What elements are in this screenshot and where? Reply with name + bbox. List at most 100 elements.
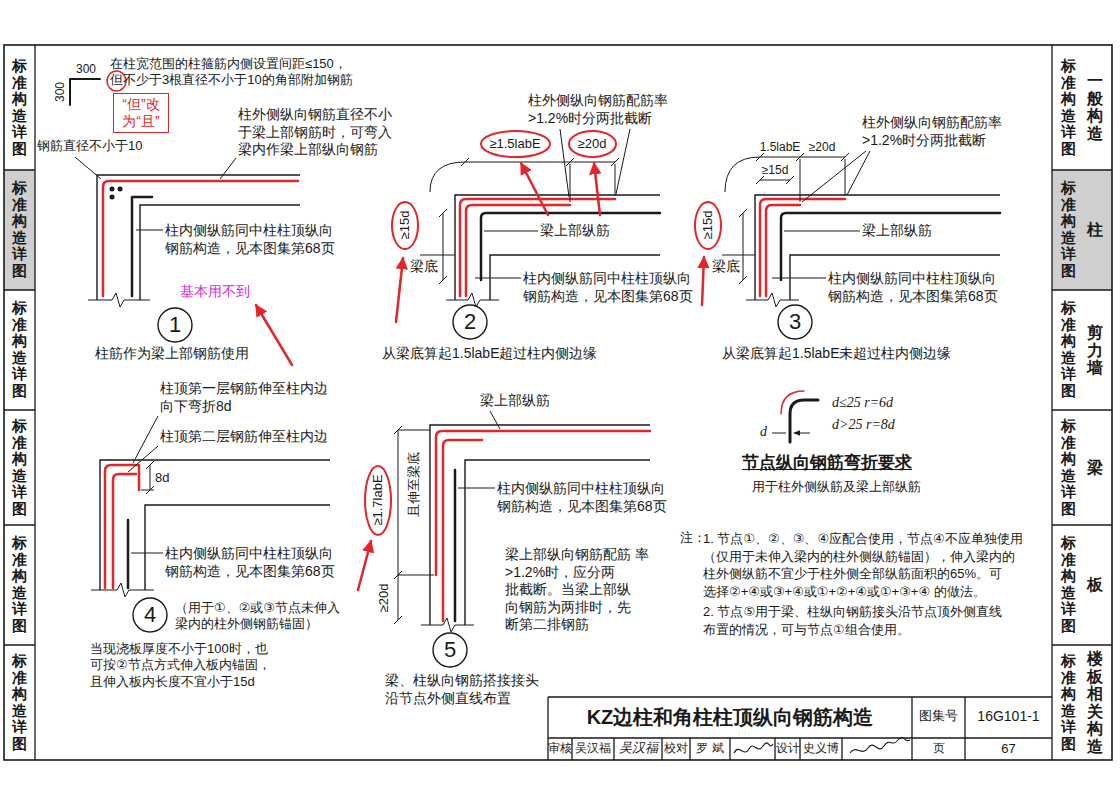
detail-caption: 柱筋作为梁上部钢筋使用 xyxy=(95,345,249,363)
annotation-text: 柱内侧纵筋同中柱柱顶纵向 钢筋构造，见本图集第68页 xyxy=(497,480,672,515)
callout-ellipse: ≥20d xyxy=(568,130,617,158)
shaded-tab xyxy=(1052,170,1112,290)
sidebar-text: 标准构造详图 xyxy=(12,300,27,399)
dimension-tick xyxy=(439,158,619,284)
detail-title: 节点纵向钢筋弯折要求 xyxy=(742,452,912,473)
callout-ellipse: ≥15d xyxy=(694,201,722,250)
dimension-text: ≥20d xyxy=(376,584,392,613)
callout-number: 2 xyxy=(464,309,476,335)
sidebar-text: 标准构造详图 xyxy=(1061,180,1076,279)
callout-ellipse: ≥1.5labE xyxy=(480,130,551,158)
annotation-text: 梁上部纵筋 xyxy=(862,222,932,240)
bend-radius-text: d>25 r=8d xyxy=(832,416,895,434)
annotation-text: 梁上部纵筋 xyxy=(540,222,610,240)
review-arrow xyxy=(521,163,548,215)
dimension-text: ≥15d xyxy=(762,163,789,178)
bar-dot xyxy=(110,187,115,192)
annotation-text: 柱内侧纵筋同中柱柱顶纵向 钢筋构造，见本图集第68页 xyxy=(828,270,1003,305)
note-text: 2. 节点⑤用于梁、柱纵向钢筋接头沿节点顶外侧直线 布置的情况，可与节点①组合使… xyxy=(703,603,1038,638)
section-tab: 柱 xyxy=(1087,221,1103,239)
break-line xyxy=(421,618,474,632)
detail-number: 1 xyxy=(157,307,193,343)
dimension-line xyxy=(394,426,434,624)
dimension-text: ≥20d xyxy=(809,140,836,155)
callout-text: ≥15d xyxy=(700,211,716,240)
review-arrow xyxy=(358,541,371,590)
section-tab: 剪力墙 xyxy=(1087,324,1103,377)
detail-number: 4 xyxy=(132,597,168,633)
correction-box: “但”改 为“且” xyxy=(113,93,169,133)
strip-grid xyxy=(4,45,1112,760)
dimension-text: 1.5labE xyxy=(760,140,801,155)
callout-text: ≥15d xyxy=(397,211,413,240)
leader-lines xyxy=(75,129,870,553)
annotation-text: 柱外侧纵向钢筋配筋率 >1.2%时分两批截断 xyxy=(528,92,678,127)
detail-caption: 用于柱外侧纵筋及梁上部纵筋 xyxy=(752,479,921,495)
title-block-text: 审核 xyxy=(548,741,572,755)
sidebar-text: 标准构造详图 xyxy=(1061,58,1076,157)
sidebar-text: 标准构造详图 xyxy=(1061,535,1076,634)
bar-dot xyxy=(118,187,123,192)
sidebar-text: 标准构造详图 xyxy=(1061,653,1076,752)
review-note: 基本用不到 xyxy=(180,283,250,301)
number-circle xyxy=(133,598,167,632)
annotation-text: 柱外侧纵向钢筋直径不小 于梁上部钢筋时，可弯入 梁内作梁上部纵向钢筋 xyxy=(238,106,398,159)
title-block-text: 67 xyxy=(965,741,1052,757)
title-block-grid xyxy=(548,697,1052,760)
bar-dot xyxy=(110,195,115,200)
dimension-line xyxy=(725,157,845,280)
annotation-text: 在柱宽范围的柱箍筋内侧设置间距≤150， 但不少于3根直径不小于10的角部附加钢… xyxy=(110,56,360,89)
callout-number: 3 xyxy=(789,309,801,335)
sidebar-text: 标准构造详图 xyxy=(1061,418,1076,517)
note-text: 注： xyxy=(680,530,706,546)
title-block-text: 罗 斌 xyxy=(690,741,730,756)
number-circle xyxy=(433,633,467,667)
review-ellipse xyxy=(392,202,418,249)
callout-number: 4 xyxy=(144,602,156,628)
title-block-text: 设计 xyxy=(775,741,800,756)
sidebar-text: 标准构造详图 xyxy=(12,535,27,634)
dimension-text: 300 xyxy=(76,62,96,77)
title-block-text: 图集号 xyxy=(912,708,965,724)
sheet-frame xyxy=(4,45,1112,760)
number-circle xyxy=(778,305,812,339)
title-block-text: 页 xyxy=(912,741,965,756)
rebar xyxy=(781,213,1000,280)
detail-caption: 从梁底算起1.5labE未超过柱内侧边缘 xyxy=(722,345,951,363)
annotation-text: 梁底 xyxy=(712,258,740,276)
corner-bar xyxy=(70,79,100,105)
annotation-text: 柱外侧纵向钢筋配筋率 >1.2%时分两批截断 xyxy=(862,114,1012,149)
review-marks xyxy=(107,71,704,590)
review-arrow xyxy=(702,257,704,305)
detail-number: 5 xyxy=(432,632,468,668)
review-arrow xyxy=(396,258,403,322)
sidebar-text: 标准构造详图 xyxy=(1061,300,1076,399)
callout-ellipse: ≥15d xyxy=(391,201,419,250)
bent-bar xyxy=(790,400,818,442)
annotation-text: 柱顶第二层钢筋伸至柱内边 xyxy=(160,428,328,446)
dimension-text: 且伸至梁底 xyxy=(406,452,422,517)
sidebar-text: 标准构造详图 xyxy=(12,58,27,157)
frame-border xyxy=(4,45,1112,760)
rebar xyxy=(481,213,660,280)
callout-text: ≥1.7labE xyxy=(370,474,386,525)
review-ellipse xyxy=(365,466,391,535)
section-tab: 梁 xyxy=(1087,459,1103,477)
title-block-text: 16G101-1 xyxy=(965,708,1052,726)
dimension-text: 300 xyxy=(53,82,68,102)
review-ellipse xyxy=(481,131,550,157)
sidebar-text: 标准构造详图 xyxy=(12,180,27,279)
break-line xyxy=(88,293,150,307)
sidebar-text: 标准构造详图 xyxy=(12,418,27,517)
signature: 吴汉福 xyxy=(614,740,662,756)
dimension-tick xyxy=(739,153,849,284)
review-ellipse xyxy=(695,202,721,249)
annotation-text: 钢筋直径不小于10 xyxy=(37,138,142,154)
note-text: 1. 节点①、②、③、④应配合使用，节点④不应单独使用 （仅用于未伸入梁内的柱外… xyxy=(703,530,1038,600)
review-arrow xyxy=(594,163,600,215)
shaded-tab xyxy=(4,170,35,290)
dimension-line xyxy=(430,162,615,280)
break-line xyxy=(91,583,154,597)
leader-line xyxy=(458,411,500,488)
